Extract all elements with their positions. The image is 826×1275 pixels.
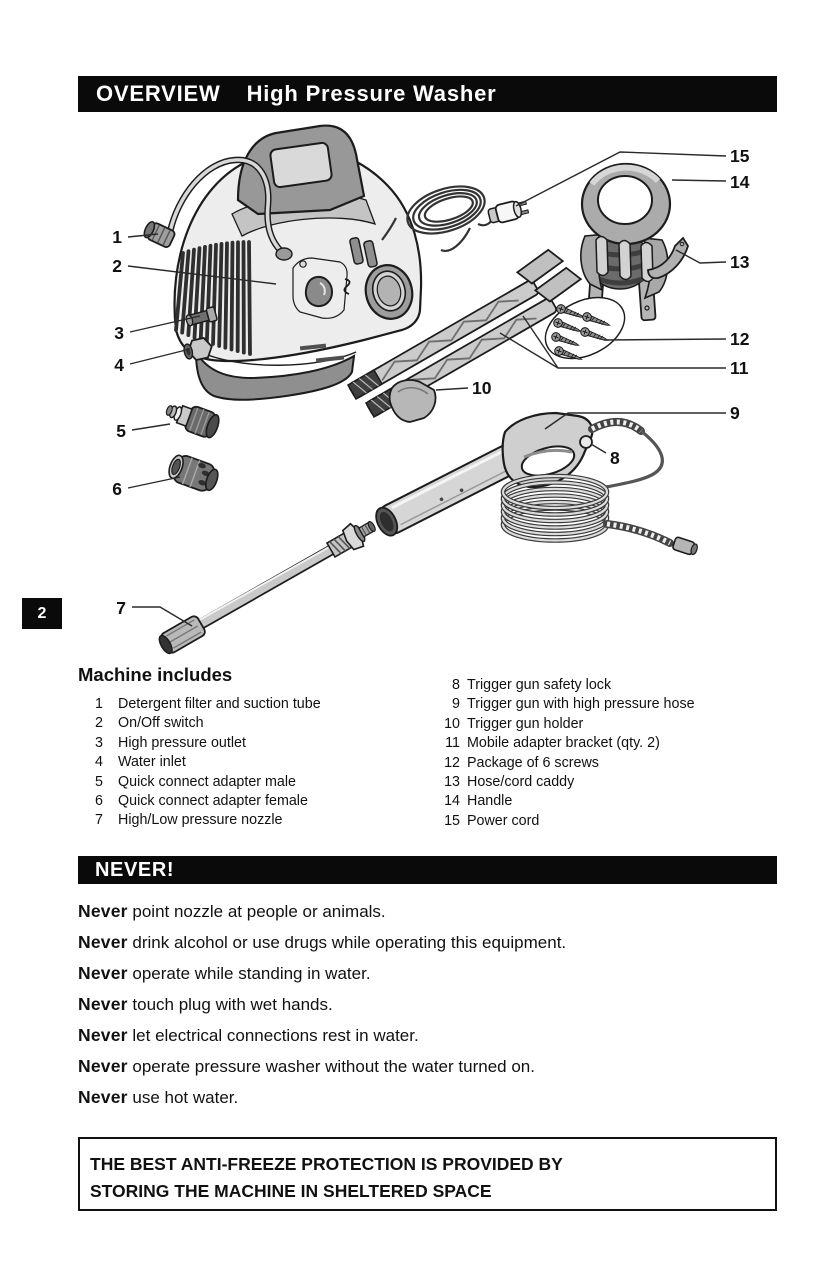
callout-leader-line xyxy=(132,606,193,627)
trigger-gun-illustration xyxy=(375,411,698,556)
hose-cord-caddy-illustration xyxy=(580,162,689,322)
screw-icon xyxy=(580,327,609,341)
never-item: Never point nozzle at people or animals. xyxy=(78,901,386,921)
never-item: Never drink alcohol or use drugs while o… xyxy=(78,932,567,952)
notice-line: THE BEST ANTI-FREEZE PROTECTION IS PROVI… xyxy=(90,1154,563,1174)
callout-leader-line xyxy=(544,412,726,430)
header-section-label: OVERVIEW xyxy=(96,81,221,106)
detergent-filter-suction-tube xyxy=(143,156,293,261)
never-item: Never use hot water. xyxy=(78,1087,239,1107)
power-plug xyxy=(487,200,530,224)
wheel xyxy=(364,264,414,320)
never-item: Never touch plug with wet hands. xyxy=(78,994,333,1014)
callout-label-4: 4 xyxy=(114,355,124,375)
washer-unit-illustration xyxy=(143,124,423,401)
callout-leader-line xyxy=(129,348,191,365)
callout-label-5: 5 xyxy=(116,421,126,441)
callout-leader-line xyxy=(515,151,727,207)
callout-label-9: 9 xyxy=(730,403,740,423)
safety-lock-button xyxy=(579,435,593,449)
callout-label-3: 3 xyxy=(114,323,124,343)
screw-icon xyxy=(551,332,580,346)
on-off-switch xyxy=(292,257,351,319)
callout-label-7: 7 xyxy=(116,598,126,618)
quick-connect-male-illustration xyxy=(165,404,220,439)
quick-connect-female-illustration xyxy=(168,454,219,492)
callout-leader-line xyxy=(675,249,727,264)
callout-label-1: 1 xyxy=(112,227,122,247)
notice-line: STORING THE MACHINE IN SHELTERED SPACE xyxy=(90,1181,492,1201)
callout-label-12: 12 xyxy=(730,329,750,349)
never-header-bar: NEVER! xyxy=(78,856,777,884)
high-pressure-outlet xyxy=(185,306,218,327)
never-item: Never let electrical connections rest in… xyxy=(78,1025,419,1045)
anti-freeze-notice-box: THE BEST ANTI-FREEZE PROTECTION IS PROVI… xyxy=(78,1137,777,1211)
never-list: Never point nozzle at people or animals.… xyxy=(78,896,778,1113)
callout-label-10: 10 xyxy=(472,378,492,398)
callout-leader-line xyxy=(131,423,171,431)
callout-label-6: 6 xyxy=(112,479,122,499)
callout-leader-line xyxy=(127,265,277,285)
callout-label-13: 13 xyxy=(730,252,750,272)
callout-leader-line xyxy=(522,315,559,369)
caddy-handle-ring xyxy=(580,162,672,246)
water-inlet xyxy=(183,336,213,362)
power-cord-illustration xyxy=(381,185,530,252)
callout-label-8: 8 xyxy=(610,448,620,468)
header-title: High Pressure Washer xyxy=(246,81,497,106)
callout-leader-line xyxy=(590,443,607,454)
pressure-nozzle-lance-illustration xyxy=(158,520,376,655)
never-item: Never operate while standing in water. xyxy=(78,963,371,983)
page-number-badge: 2 xyxy=(22,598,62,629)
callout-leader-line xyxy=(671,179,727,182)
callout-leader-line xyxy=(129,315,201,333)
machine-includes-heading: Machine includes xyxy=(78,664,233,685)
never-heading: NEVER! xyxy=(95,858,175,881)
never-item: Never operate pressure washer without th… xyxy=(78,1056,535,1076)
high-pressure-hose-coil xyxy=(500,473,610,543)
screw-icon xyxy=(556,304,585,318)
screw-icon xyxy=(553,318,582,332)
screws-package-illustration xyxy=(544,296,626,360)
callout-leader-line xyxy=(603,338,727,341)
trigger-gun-holder-illustration xyxy=(388,379,437,423)
overview-header-bar: OVERVIEW High Pressure Washer xyxy=(78,76,777,112)
caddy-hook xyxy=(647,236,689,280)
callout-label-11: 11 xyxy=(730,358,749,378)
screw-icon xyxy=(582,312,611,326)
callout-leader-line xyxy=(127,233,159,238)
callout-label-14: 14 xyxy=(730,172,750,192)
callout-label-2: 2 xyxy=(112,256,122,276)
callout-label-15: 15 xyxy=(730,146,750,166)
callout-leader-line xyxy=(435,387,469,391)
screw-icon xyxy=(554,346,583,360)
page-number: 2 xyxy=(37,604,47,622)
callout-leader-line xyxy=(127,476,181,489)
